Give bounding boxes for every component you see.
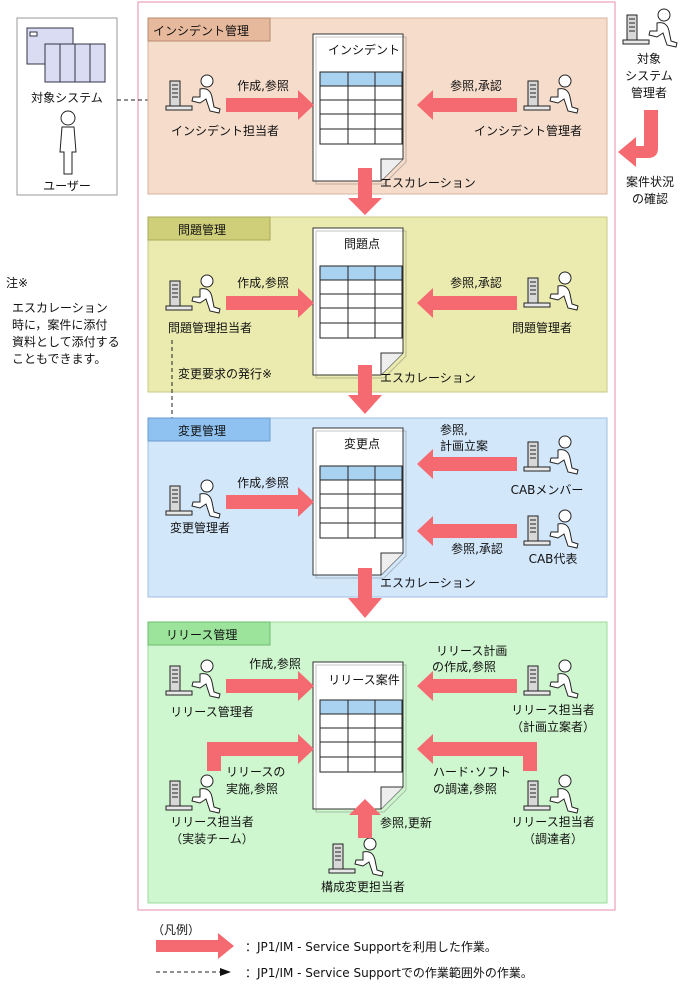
config-action: 参照,更新 — [380, 815, 432, 830]
problem-left-action: 作成,参照 — [237, 275, 289, 290]
user-icon — [59, 110, 77, 175]
release-proc-role-2: （調達者） — [523, 832, 583, 846]
incident-title: インシデント管理 — [153, 23, 249, 38]
note-line-1: エスカレーション — [12, 301, 108, 315]
release-manager-action: 作成,参照 — [249, 656, 301, 671]
incident-right-action: 参照,承認 — [450, 78, 502, 93]
config-role: 構成変更担当者 — [321, 879, 405, 894]
problem-title: 問題管理 — [178, 222, 226, 237]
system-admin-icon — [622, 8, 678, 48]
incident-doc-label: インシデント — [328, 42, 400, 57]
check-line-1: 案件状況 — [626, 174, 674, 189]
release-manager-arrow — [226, 671, 314, 701]
change-tab — [147, 417, 271, 442]
release-planner-role-2: （計画立案者） — [511, 719, 595, 734]
release-impl-arrow — [207, 734, 314, 771]
incident-tab — [147, 17, 271, 42]
escalation-label-3: エスカレーション — [380, 576, 476, 590]
config-arrow — [349, 799, 381, 838]
escalation-label-2: エスカレーション — [380, 371, 476, 385]
change-title: 変更管理 — [178, 423, 226, 438]
cab-member-arrow — [417, 449, 517, 479]
cab-member-action-1: 参照, — [440, 422, 468, 437]
release-impl-role-1: リリース担当者 — [170, 815, 253, 829]
problem-left-arrow — [226, 288, 314, 318]
problem-left-role: 問題管理担当者 — [168, 320, 252, 335]
release-impl-action-2: 実施,参照 — [226, 781, 278, 796]
cab-rep-arrow — [417, 516, 517, 546]
legend-solid-label: ：JP1/IM - Service Supportを利用した作業。 — [245, 940, 497, 954]
check-line-2: の確認 — [632, 191, 668, 206]
problem-right-action: 参照,承認 — [450, 275, 502, 290]
release-manager-role: リリース管理者 — [170, 704, 253, 719]
escalation-arrow-3 — [348, 568, 382, 618]
note-line-4: こともできます。 — [12, 352, 106, 366]
change-left-role: 変更管理者 — [170, 520, 230, 535]
change-request-label: 変更要求の発行※ — [178, 366, 272, 381]
target-system-label: 対象システム — [31, 91, 103, 105]
release-doc-label: リリース案件 — [328, 672, 399, 687]
cab-member-role: CABメンバー — [511, 483, 584, 497]
release-planner-action-1: リリース計画 — [436, 643, 507, 658]
release-proc-action-2: の調達,参照 — [433, 781, 497, 796]
support-frame — [137, 1, 616, 911]
system-admin-line-3: 管理者 — [631, 85, 667, 100]
incident-left-role: インシデント担当者 — [171, 123, 279, 138]
note-line-3: 資料として添付する — [12, 335, 120, 349]
change-left-action: 作成,参照 — [237, 475, 289, 490]
cab-rep-action: 参照,承認 — [451, 541, 503, 556]
escalation-arrow-2 — [348, 365, 382, 414]
system-admin-line-2: システム — [625, 69, 673, 83]
check-arrow — [618, 110, 658, 167]
note-line-2: 時に，案件に添付 — [12, 317, 107, 332]
problem-right-arrow — [417, 288, 517, 318]
system-admin-line-1: 対象 — [637, 52, 661, 66]
user-label: ユーザー — [43, 179, 91, 193]
problem-doc-label: 問題点 — [344, 237, 380, 251]
release-impl-action-1: リリースの — [226, 765, 285, 779]
change-doc-label: 変更点 — [344, 436, 380, 451]
escalation-label-1: エスカレーション — [380, 176, 476, 190]
cab-member-action-2: 計画立案 — [440, 438, 488, 453]
release-planner-arrow — [417, 671, 517, 701]
incident-right-role: インシデント管理者 — [474, 123, 582, 138]
release-proc-action-1: ハード･ソフト — [433, 765, 511, 779]
release-impl-role-2: （実装チーム） — [170, 831, 254, 846]
problem-right-role: 問題管理者 — [512, 320, 572, 335]
release-tab — [147, 621, 271, 646]
incident-left-action: 作成,参照 — [237, 78, 289, 93]
legend-solid-arrow — [156, 933, 234, 959]
release-title: リリース管理 — [166, 627, 237, 642]
incident-left-arrow — [226, 90, 314, 120]
server-icon — [26, 27, 106, 83]
release-planner-role-1: リリース担当者 — [511, 703, 594, 717]
legend-dashed-arrowhead — [220, 968, 231, 976]
note-title: 注※ — [6, 275, 28, 290]
legend-title: （凡例） — [152, 923, 200, 937]
release-proc-role-1: リリース担当者 — [511, 815, 594, 829]
incident-right-arrow — [417, 90, 517, 120]
release-planner-action-2: の作成,参照 — [432, 659, 496, 674]
cab-rep-role: CAB代表 — [529, 552, 578, 566]
problem-tab — [147, 216, 271, 241]
escalation-arrow-1 — [348, 168, 382, 215]
legend-dashed-label: ：JP1/IM - Service Supportでの作業範囲外の作業。 — [245, 965, 533, 980]
change-left-arrow — [226, 487, 314, 517]
release-proc-arrow — [417, 734, 537, 771]
